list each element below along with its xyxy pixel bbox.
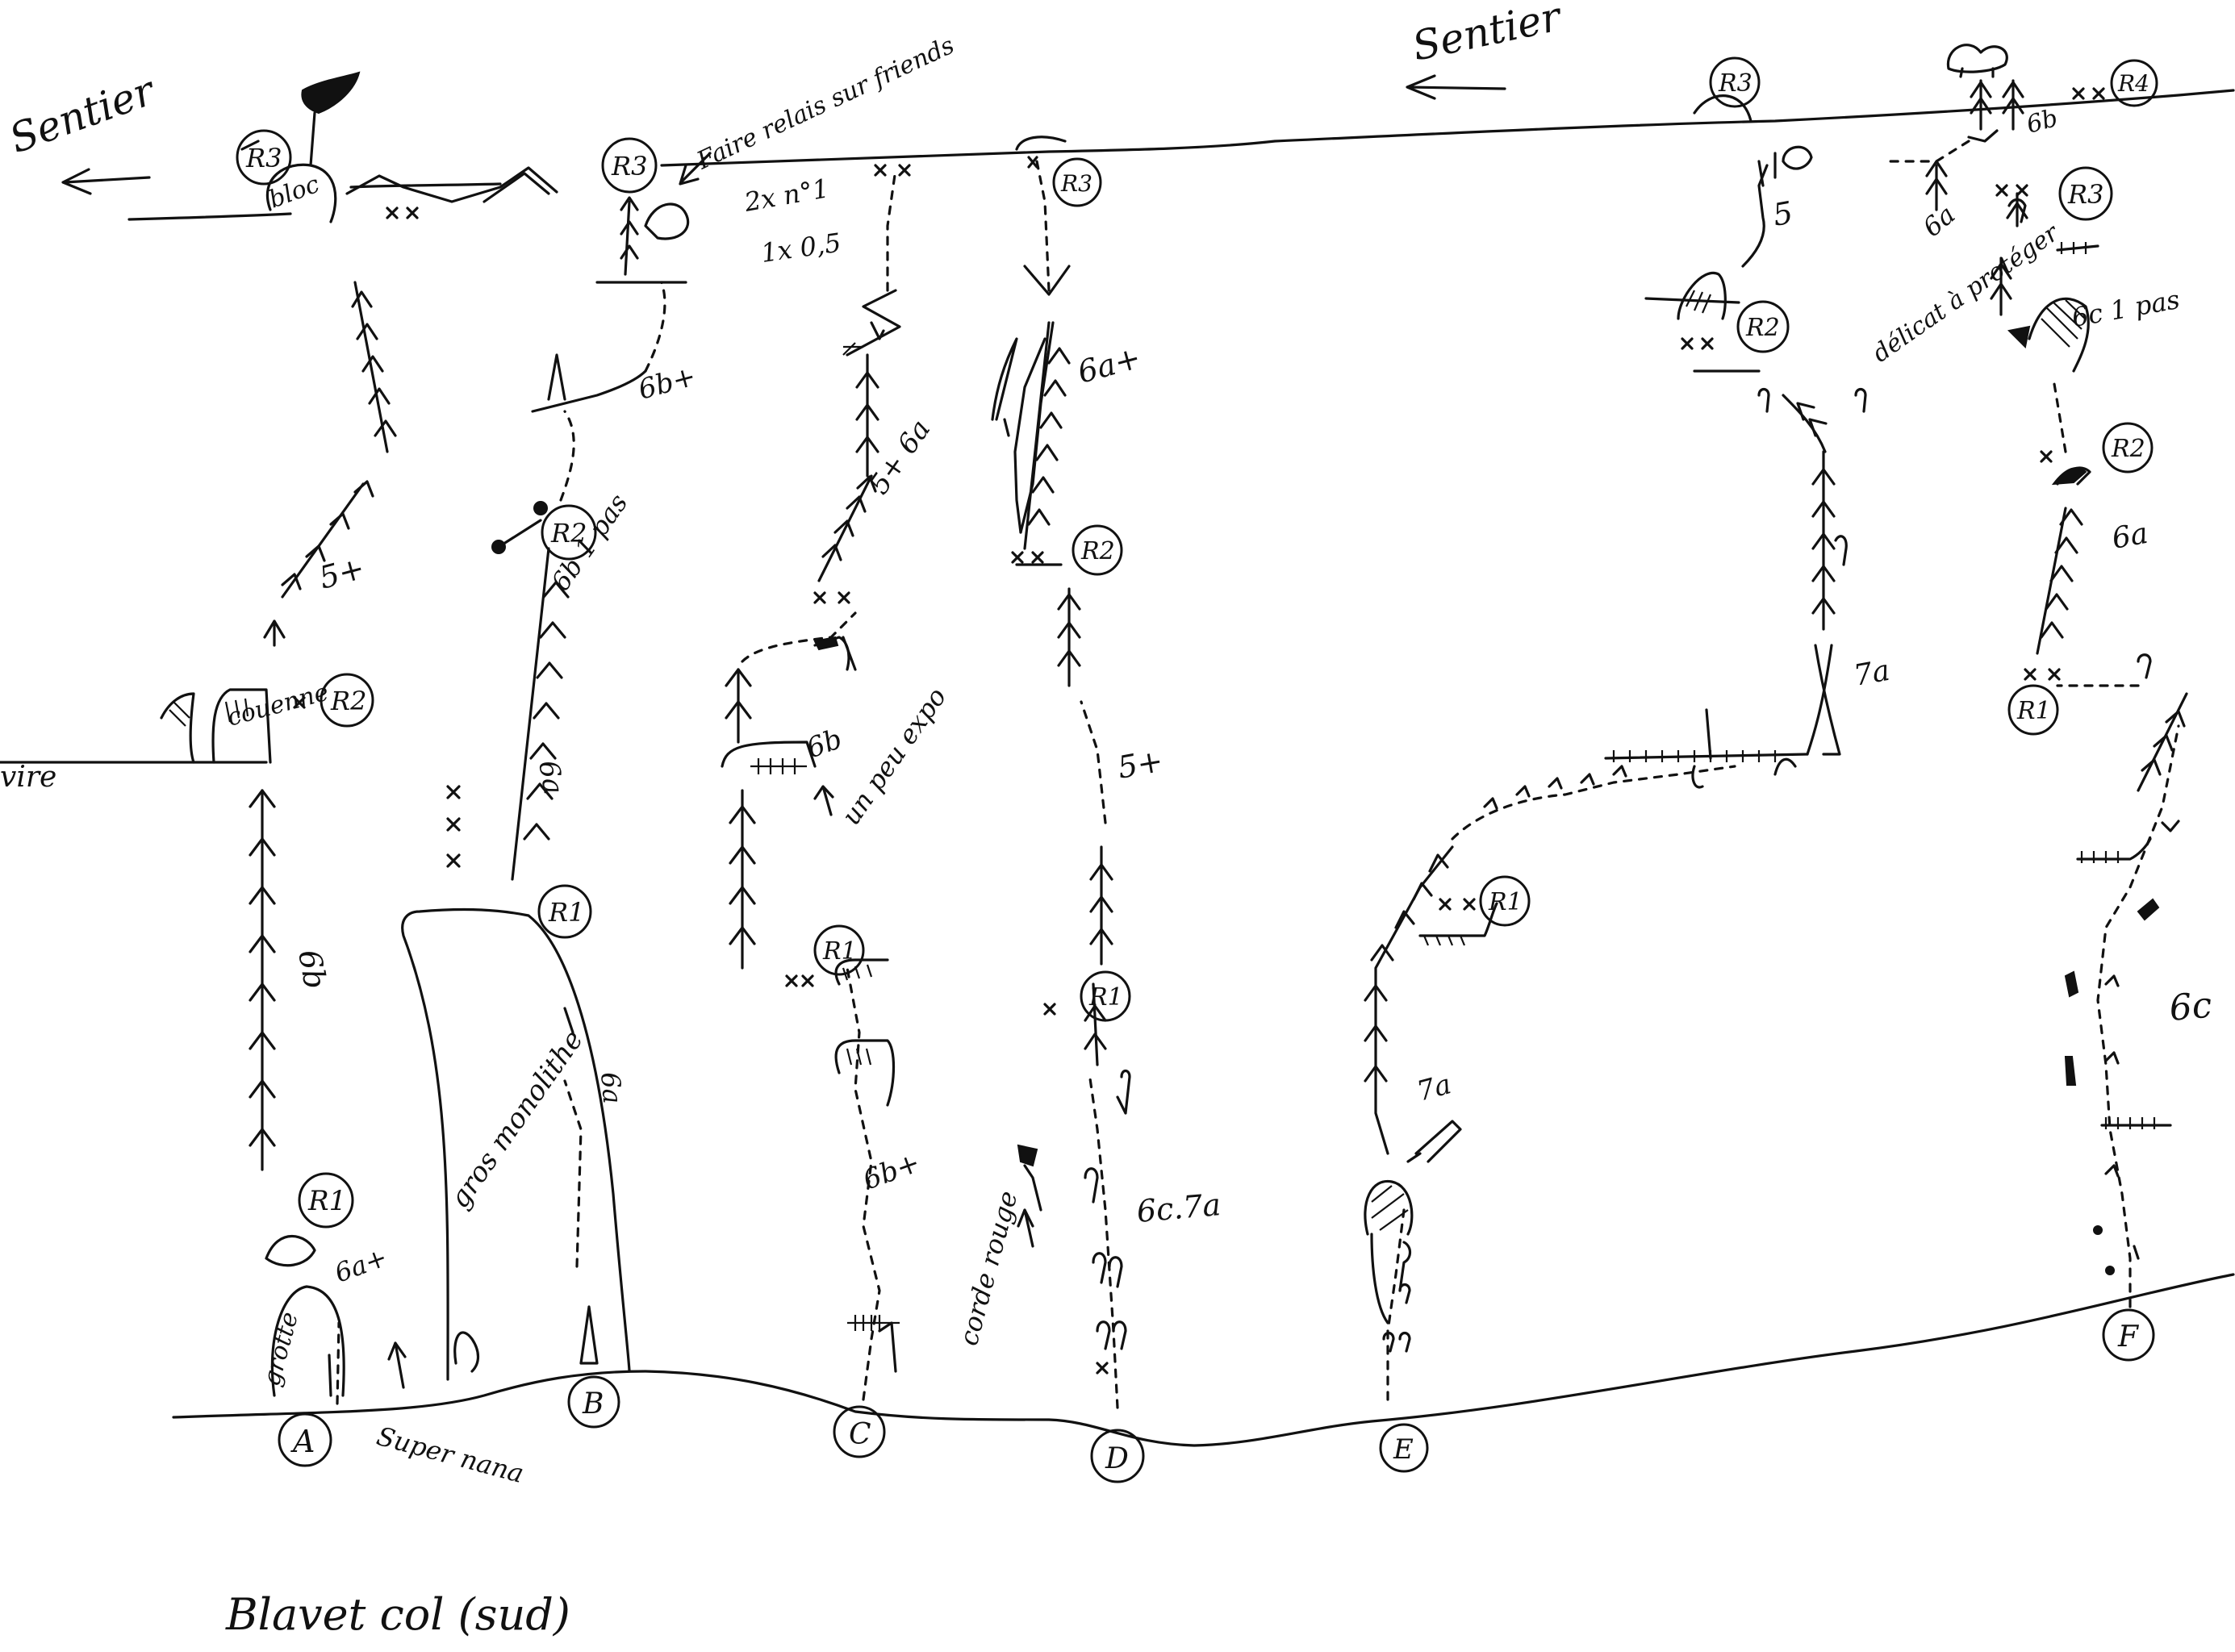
note-gear-1: 2x n°1	[742, 173, 832, 218]
relay-label: R2	[1745, 314, 1780, 342]
grade-label: 6c.7a	[1135, 1187, 1222, 1229]
relay-markers	[236, 56, 2158, 1229]
relay-f-r2	[2102, 422, 2154, 473]
grade-label: 5+	[1115, 743, 1166, 786]
relay-label: R2	[1080, 537, 1115, 565]
ground-line	[172, 1273, 2235, 1447]
relay-label: R1	[1088, 983, 1123, 1012]
relay-label: R3	[1060, 170, 1092, 197]
relay-label: R1	[1488, 888, 1523, 916]
trail-arrow-right	[1406, 74, 1506, 100]
note-gear-2: 1x 0,5	[759, 227, 843, 268]
route-start-e	[1379, 1423, 1429, 1473]
route-start-markers	[278, 1308, 2155, 1483]
relay-label: R2	[2111, 435, 2145, 463]
relay-label: R3	[611, 151, 647, 181]
note-monolithe: gros monolithe	[444, 1024, 590, 1214]
route-start-labels: A B C D E F	[290, 1320, 2140, 1475]
grade-label: 6b	[802, 723, 846, 765]
note-super-nana: Super nana	[374, 1420, 527, 1489]
relay-d-r1	[1080, 970, 1131, 1022]
caption: Blavet col (sud)	[225, 1589, 570, 1640]
top-line-left	[127, 166, 558, 221]
grade-label: 6a+	[1074, 340, 1144, 390]
note-corde-rouge: corde rouge	[953, 1187, 1024, 1349]
note-couenne: couenne	[224, 678, 332, 732]
relay-label: R4	[2117, 70, 2149, 97]
relay-e-r1	[1479, 875, 1531, 927]
grade-label: 6a	[1917, 199, 1961, 243]
route-b	[387, 196, 690, 1389]
route-label-f: F	[2117, 1320, 2140, 1354]
relay-label: R3	[2067, 179, 2103, 210]
grade-label: 5+ 6a	[863, 414, 938, 500]
grade-label: 6a	[532, 758, 570, 797]
relay-a-r2	[320, 673, 374, 728]
note-expo: un peu expo	[835, 682, 952, 830]
relay-b-r1	[537, 884, 592, 939]
route-start-b	[567, 1375, 620, 1429]
route-label-e: E	[1393, 1433, 1414, 1466]
trail-label-left: Sentier	[3, 66, 162, 162]
note-friends: Faire relais sur friends	[692, 31, 959, 176]
ledge-label: vire	[0, 761, 56, 794]
trail-label-right: Sentier	[1408, 0, 1567, 70]
route-e	[1364, 94, 1867, 1401]
relay-label: R3	[1718, 69, 1752, 98]
note-delicat: délicat à protéger	[1868, 219, 2066, 369]
relay-label: R1	[2016, 697, 2051, 725]
grade-label: 6a	[595, 1070, 628, 1105]
grade-label: 7a	[1851, 654, 1892, 693]
relay-f-r3	[2058, 166, 2113, 221]
route-start-f	[2102, 1308, 2155, 1362]
route-start-d	[1090, 1429, 1145, 1483]
grade-label: 6a	[2109, 517, 2150, 556]
grade-label: 6a+	[331, 1241, 391, 1288]
grade-labels: 6a+ 6b 5+ 6a 6a 6b 1 pas 6b+ 6b+ 6b 5+ 6…	[291, 104, 2213, 1289]
relay-label: R2	[330, 686, 366, 716]
route-a	[160, 71, 397, 1405]
friends-arrow	[679, 152, 712, 186]
grade-label: 6b+	[635, 360, 700, 406]
route-f	[1886, 44, 2188, 1308]
relay-label: R1	[548, 897, 584, 928]
relay-label: R3	[245, 143, 282, 173]
relay-a-r1	[298, 1172, 354, 1229]
note-grotte: grotte	[257, 1309, 304, 1389]
route-start-a	[278, 1412, 332, 1467]
route-label-d: D	[1105, 1442, 1129, 1475]
route-label-b: B	[582, 1387, 604, 1420]
grade-label: 5	[1770, 194, 1795, 233]
relay-label: R2	[550, 518, 587, 549]
trail-arrow-left	[61, 168, 151, 195]
route-start-c	[833, 1405, 886, 1458]
relay-e-r2	[1736, 300, 1790, 353]
grade-label: 6b	[2024, 104, 2061, 140]
relay-f-r4	[2110, 59, 2158, 107]
relay-f-r1	[2007, 684, 2059, 736]
relay-e-r3	[1709, 56, 1761, 108]
grade-label: 6c 1 pas	[2070, 284, 2183, 333]
relay-a-r3	[236, 129, 292, 186]
route-d	[991, 136, 1131, 1409]
relay-b-r3	[601, 137, 658, 194]
route-label-a: A	[290, 1424, 315, 1459]
relay-b-r2	[541, 504, 597, 561]
grade-label: 7a	[1414, 1068, 1455, 1108]
relay-labels: R1 R2 R3 R1 R2 R3 R1 R3 R1 R2 R1 R2 R3 R…	[245, 69, 2149, 1217]
grade-label: 6c	[2168, 985, 2214, 1029]
relay-label: R1	[307, 1185, 346, 1217]
relay-c-r3	[1052, 157, 1102, 207]
route-label-c: C	[849, 1418, 871, 1451]
relay-d-r2	[1072, 524, 1123, 576]
grade-label: 6b	[291, 947, 333, 991]
relay-c-r1	[813, 924, 865, 976]
relay-label: R1	[822, 937, 857, 966]
expo-arrow	[813, 785, 834, 816]
annotations: Sentier Sentier vire bloc couenne grotte…	[0, 0, 2065, 1640]
top-line-main	[660, 89, 2235, 167]
